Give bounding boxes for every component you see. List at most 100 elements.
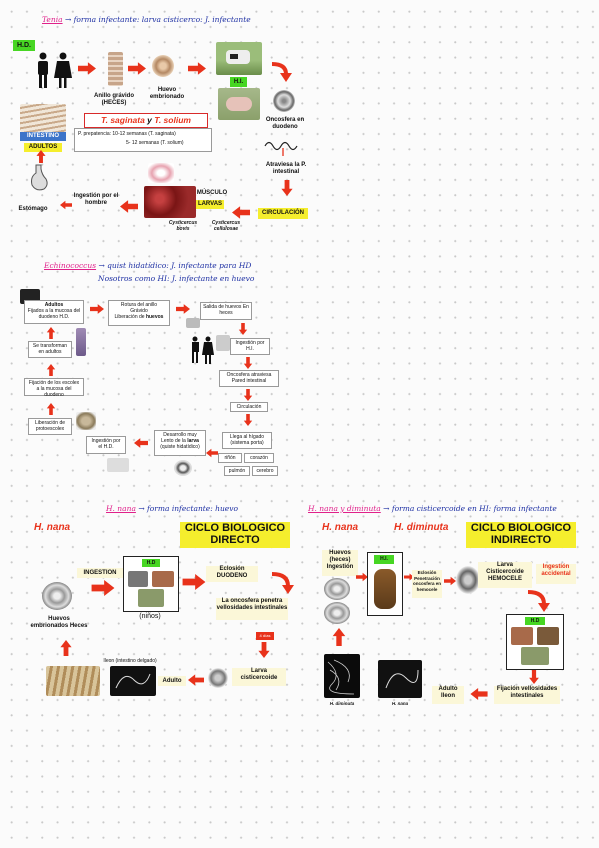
hd-frame: H.D bbox=[123, 556, 179, 612]
arrow-down bbox=[528, 670, 540, 684]
arrow-up bbox=[332, 628, 346, 646]
larva-hemocele-label: Larva Cisticercoide HEMOCELE bbox=[478, 562, 532, 588]
arrow-down bbox=[243, 389, 253, 401]
hd-badge: H.D. bbox=[13, 40, 35, 51]
huevos-ingestion-label: Huevos (heces) Ingestión bbox=[322, 550, 358, 576]
arrow-right bbox=[176, 304, 190, 314]
rat-image-2 bbox=[537, 627, 559, 645]
tapeworm-image bbox=[20, 104, 66, 132]
hdiminuta-caption: H. diminuta bbox=[329, 701, 355, 706]
tenia-heading: Tenia → forma infectante: larva cisticer… bbox=[42, 15, 251, 24]
egg-small-image bbox=[186, 318, 200, 328]
desarrollo-box: Desarrollo muy Lento de la larva (quiste… bbox=[154, 430, 206, 456]
intestinal-wall-icon bbox=[264, 141, 298, 156]
echinococcus-heading: Echinococcus → quist hidatídico: J. infe… bbox=[44, 261, 251, 270]
egg-image-3 bbox=[324, 602, 350, 624]
rotura-line-1: Rotura del anillo bbox=[120, 302, 158, 308]
echinococcus-title: Echinococcus bbox=[44, 261, 97, 270]
ciclo-indirecto-title: CICLO BIOLOGICO INDIRECTO bbox=[466, 522, 576, 548]
arrow-left bbox=[470, 688, 488, 700]
fijacion-box: Fijación de los escolex a la mucosa del … bbox=[24, 378, 84, 398]
desarrollo-quiste: (quiste hidatídico) bbox=[160, 444, 200, 450]
ileon-histology-image bbox=[46, 666, 100, 696]
arrow-right bbox=[128, 62, 146, 75]
tenia-note: → forma infectante: larva cisticerco: J.… bbox=[64, 15, 251, 24]
rinon-box: riñón bbox=[218, 453, 242, 463]
children-image-2 bbox=[521, 647, 549, 665]
egg-image bbox=[152, 55, 174, 77]
human-couple-icon bbox=[38, 52, 72, 88]
larvas-label: LARVAS bbox=[196, 200, 224, 209]
hnana-name-2: H. nana bbox=[322, 522, 359, 533]
arrow-up bbox=[60, 640, 72, 656]
hnana-name: H. nana bbox=[34, 522, 71, 533]
ninos-label: (niños) bbox=[139, 613, 161, 620]
arrow-up bbox=[46, 327, 56, 339]
arrow-left bbox=[120, 200, 138, 213]
bovis-label: Cysticercus bovis bbox=[168, 220, 198, 232]
muscle-image bbox=[144, 186, 196, 218]
desarrollo-text: Desarrollo muy Lento de la bbox=[161, 432, 197, 444]
huevo-label: Huevo embrionado bbox=[149, 87, 185, 100]
children-image bbox=[138, 589, 164, 607]
arrow-down bbox=[281, 180, 293, 196]
arrow-left bbox=[206, 448, 218, 458]
egg-image-2 bbox=[324, 578, 350, 600]
adultos-title: Adultos bbox=[44, 302, 64, 308]
child-image-2 bbox=[511, 627, 533, 645]
cysticercus-image bbox=[148, 163, 174, 183]
stomach-icon bbox=[31, 164, 48, 191]
cysticercoid-image bbox=[208, 668, 228, 688]
arrow-up bbox=[36, 150, 46, 163]
liberacion-box: Liberación de protoescolex bbox=[28, 418, 72, 435]
proglottid-image bbox=[108, 52, 123, 86]
adultos-box: Adultos Fijados a la mucosa del duodeno … bbox=[24, 300, 84, 324]
cerebro-box: cerebro bbox=[252, 466, 278, 476]
adulto-ileon-label: Adulto Ileon bbox=[432, 686, 464, 704]
transforman-box: Se transforman en adultos bbox=[28, 341, 72, 358]
ingestion-accidental-label: Ingestión accidental bbox=[536, 564, 576, 584]
arrow-right bbox=[78, 62, 96, 75]
arrow-left bbox=[188, 674, 204, 686]
hi-badge: H.I. bbox=[230, 77, 247, 87]
oncosfera-label: Oncosfera en duodeno bbox=[265, 117, 305, 130]
fijacion-vellosidades-label: Fijación vellosidades intestinales bbox=[494, 686, 560, 704]
beetle-image bbox=[374, 569, 396, 609]
desarrollo-larva: larva bbox=[187, 438, 199, 444]
hnana-micrograph bbox=[378, 660, 422, 698]
arrow-right bbox=[188, 62, 206, 75]
adulto-label: Adulto bbox=[158, 676, 186, 686]
species-and: y bbox=[144, 115, 155, 125]
egg-diagram-image bbox=[42, 582, 72, 610]
hnana-note: → forma infectante: huevo bbox=[138, 504, 238, 513]
rotura-line-3: Liberación de bbox=[114, 314, 146, 320]
arrow-down bbox=[258, 642, 270, 658]
dog-small-image bbox=[107, 458, 129, 472]
oncosfera-box: Oncosfera atraviesa Pared intestinal bbox=[219, 370, 279, 387]
intestino-label: INTESTINO bbox=[20, 132, 66, 141]
hnana-heading: H. nana → forma infectante: huevo bbox=[106, 504, 238, 513]
cysticercoid-image-2 bbox=[456, 566, 480, 594]
hnana-caption: H. nana bbox=[391, 701, 409, 706]
species-saginata: T. saginata bbox=[101, 115, 145, 125]
hi-frame: H.I. bbox=[367, 552, 403, 616]
hd-badge: H.D bbox=[142, 559, 160, 567]
atraviesa-label: Atraviesa la P. intestinal bbox=[265, 162, 307, 175]
hd-frame-2: H.D bbox=[506, 614, 564, 670]
eclosion-penetracion-label: Eclosión Penetración oncosfera en hemoce… bbox=[412, 570, 442, 598]
ingestion-label: INGESTION bbox=[77, 568, 123, 578]
arrow-left bbox=[232, 206, 250, 219]
arrow-up bbox=[46, 403, 56, 415]
huevos-embrionados-label: Huevos embrionados Heces bbox=[30, 616, 88, 629]
hnana-title: H. nana bbox=[106, 504, 136, 513]
hnana-diminuta-title: H. nana y diminuta bbox=[308, 504, 381, 513]
adult-worm-image bbox=[76, 328, 86, 356]
rotura-huevos: huevos bbox=[145, 314, 164, 320]
adultos-text: Fijados a la mucosa del duodeno H.D. bbox=[27, 308, 81, 320]
prepatency-box: P. prepatencia: 10-12 semanas (T. sagina… bbox=[74, 128, 212, 152]
human-couple-icon bbox=[192, 336, 214, 364]
larva-cisticercoide-label: Larva cisticercoide bbox=[232, 668, 286, 686]
oncosphere-image bbox=[273, 90, 295, 112]
egg-micrograph-image bbox=[216, 335, 230, 351]
estomago-label: Estómago bbox=[18, 206, 48, 212]
